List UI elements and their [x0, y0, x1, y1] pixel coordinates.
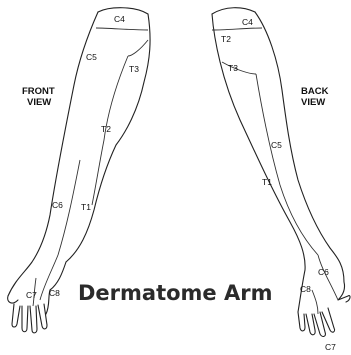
front-label-c7: C7: [26, 290, 37, 300]
front-view-heading-line2: VIEW: [27, 97, 51, 108]
back-label-c6: C6: [318, 267, 329, 277]
back-label-c4: C4: [242, 17, 253, 27]
diagram-title: Dermatome Arm: [78, 281, 272, 305]
front-view-heading-line1: FRONT: [22, 86, 55, 97]
back-view-heading-line1: BACK: [301, 86, 329, 97]
back-c6-boundary: [318, 255, 338, 300]
back-label-t1: T1: [262, 177, 272, 187]
back-shoulder-top: [212, 8, 255, 14]
back-label-c8: C8: [300, 284, 311, 294]
back-label-c7: C7: [325, 342, 336, 352]
front-label-c8: C8: [49, 288, 60, 298]
back-view-heading-line2: VIEW: [301, 97, 325, 108]
back-hand-c8-c7-boundary: [312, 290, 318, 314]
front-label-c5: C5: [86, 52, 97, 62]
back-label-t3: T3: [228, 63, 238, 73]
back-label-t2: T2: [221, 34, 231, 44]
back-arm-inner-contour: [212, 14, 305, 312]
front-label-c4: C4: [114, 14, 125, 24]
back-label-c5: C5: [271, 140, 282, 150]
front-t3-boundary: [128, 40, 148, 56]
front-label-t3: T3: [129, 64, 139, 74]
front-c4-boundary: [96, 28, 148, 30]
front-label-t1: T1: [81, 202, 91, 212]
front-arm-outer-contour: [8, 12, 98, 296]
front-label-c6: C6: [52, 200, 63, 210]
back-c4-boundary: [212, 28, 262, 30]
front-label-t2: T2: [101, 124, 111, 134]
